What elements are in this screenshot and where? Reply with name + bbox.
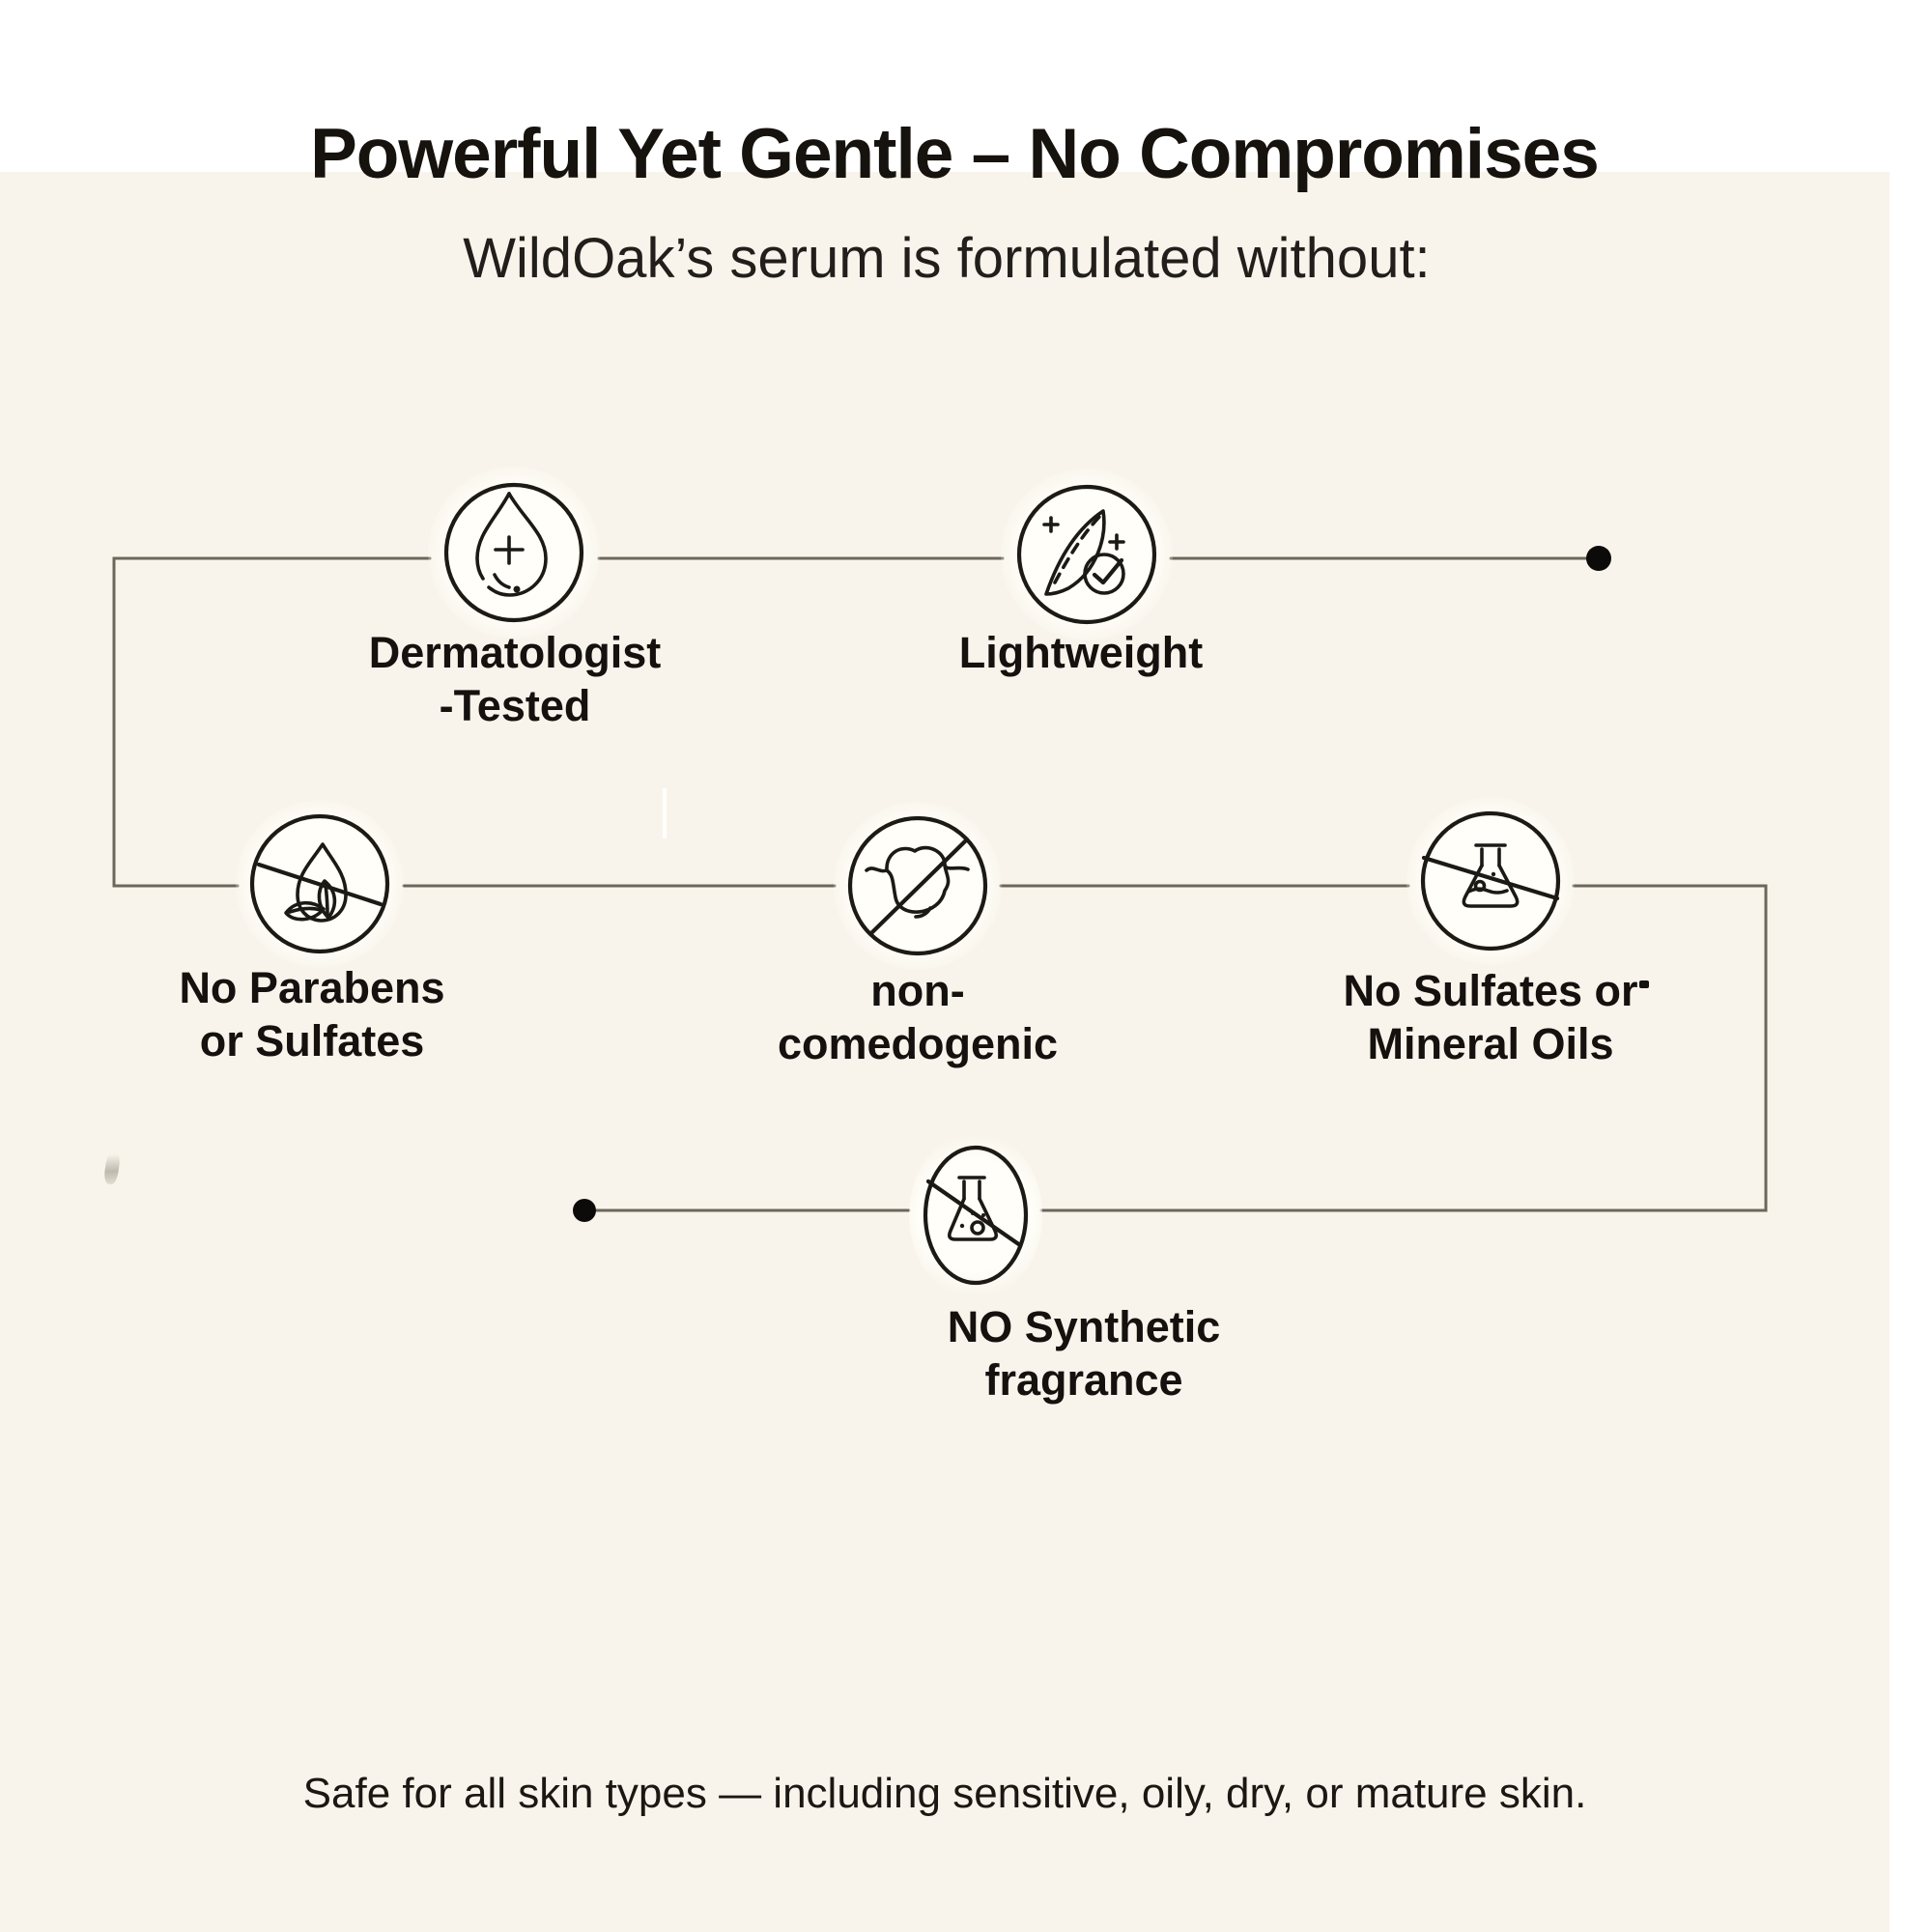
feature-label-lightweight: Lightweight [958,628,1204,677]
footer-note: Safe for all skin types — including sens… [302,1770,1587,1817]
leaf-droplet-slash-icon [236,800,404,968]
pore-slash-icon [834,802,1002,970]
feature-label-dermatologist-tested: Dermatologist -Tested [368,628,662,730]
feature-label-no-sulfates-or-mineral-oils: No Sulfates or Mineral Oils [1343,966,1638,1068]
beaker-slash-icon [909,1131,1042,1299]
cream-background-panel [0,172,1889,1932]
speck-artifact [1639,980,1649,988]
feature-label-no-synthetic-fragrance: NO Synthetic fragrance [947,1302,1221,1405]
streak-artifact [663,788,667,838]
feature-label-no-parabens-or-sulfates: No Parabens or Sulfates [179,963,445,1065]
page-subtitle: WildOak’s serum is formulated without: [463,227,1431,290]
feather-check-icon [1001,469,1173,640]
page-title: Powerful Yet Gentle – No Compromises [310,115,1600,193]
flask-slash-icon [1406,797,1575,965]
flow-end-dot-right [1586,546,1611,571]
flow-start-dot-left [573,1199,596,1222]
feature-label-non-comedogenic: non- comedogenic [777,966,1059,1068]
droplet-plus-icon [428,467,600,639]
